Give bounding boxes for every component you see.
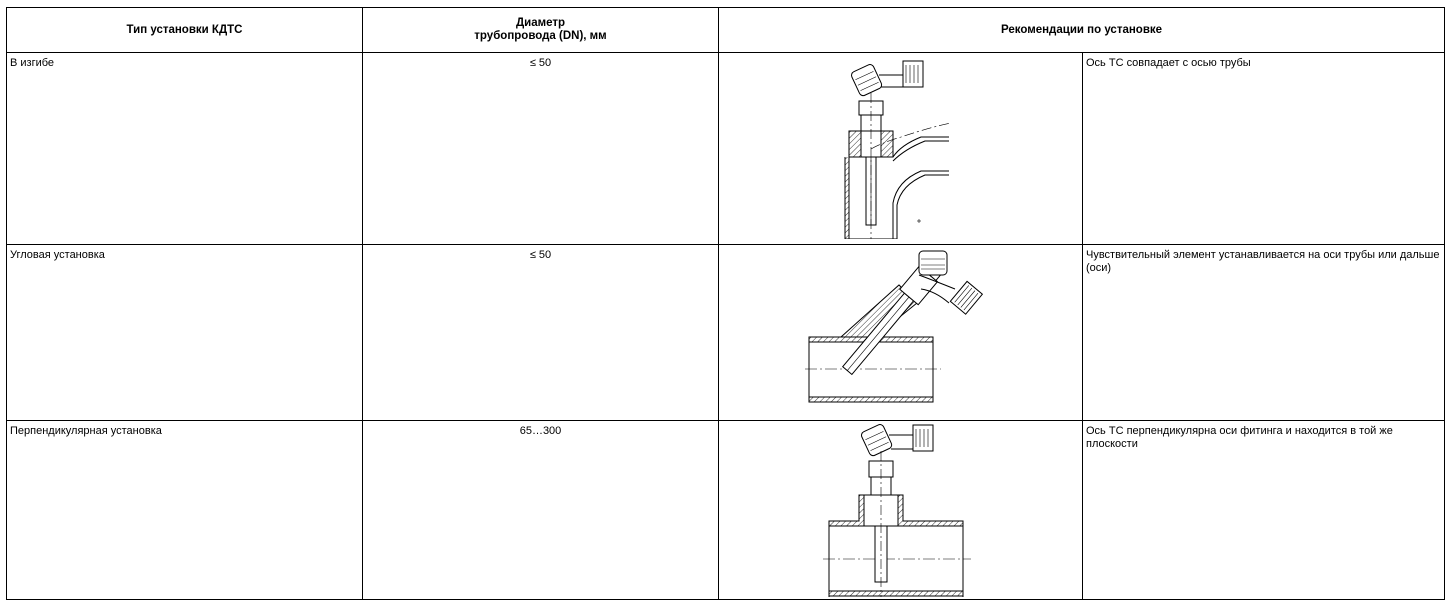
cell-figure: [718, 420, 1083, 600]
row-diameter-value: 65…300: [519, 425, 562, 437]
row-type-label: В изгибе: [10, 57, 55, 69]
row-type-label: Перпендикулярная установка: [10, 425, 162, 437]
row-recommendation-text: Ось ТС перпендикулярна оси фитинга и нах…: [1086, 425, 1393, 450]
cell-type: В изгибе: [6, 52, 363, 245]
cell-recommendation: Ось ТС совпадает с осью трубы: [1081, 52, 1446, 245]
cell-figure: [718, 52, 1083, 245]
perpendicular-installation-drawing-icon: [822, 424, 971, 597]
row-recommendation-text: Ось ТС совпадает с осью трубы: [1086, 57, 1251, 69]
cell-diameter: ≤ 50: [362, 52, 719, 245]
cell-recommendation: Чувствительный элемент устанавливается н…: [1081, 244, 1446, 421]
row-diameter-value: ≤ 50: [529, 249, 552, 261]
angled-installation-drawing-icon: [804, 250, 983, 403]
row-recommendation-text: Чувствительный элемент устанавливается н…: [1086, 249, 1440, 274]
cell-figure: [718, 244, 1083, 421]
header-type: Тип установки КДТС: [6, 7, 363, 53]
elbow-installation-drawing-icon: [844, 60, 951, 239]
cell-recommendation: Ось ТС перпендикулярна оси фитинга и нах…: [1081, 420, 1446, 600]
table-header-row: Тип установки КДТС Диаметр трубопровода …: [6, 7, 1446, 53]
table-row: Перпендикулярная установка 65…300: [6, 420, 1446, 600]
table-row: В изгибе ≤ 50: [6, 52, 1446, 245]
header-diameter-line2: трубопровода (DN), мм: [474, 30, 607, 42]
row-type-label: Угловая установка: [10, 249, 105, 261]
header-diameter: Диаметр трубопровода (DN), мм: [362, 7, 719, 53]
row-diameter-value: ≤ 50: [529, 57, 552, 69]
cell-type: Угловая установка: [6, 244, 363, 421]
cell-diameter: ≤ 50: [362, 244, 719, 421]
header-recommendations: Рекомендации по установке: [717, 7, 1446, 53]
installation-table: Тип установки КДТС Диаметр трубопровода …: [6, 7, 1446, 600]
table-row: Угловая установка ≤ 50: [6, 244, 1446, 421]
cell-type: Перпендикулярная установка: [6, 420, 363, 600]
cell-diameter: 65…300: [362, 420, 719, 600]
header-diameter-line1: Диаметр: [515, 17, 566, 29]
